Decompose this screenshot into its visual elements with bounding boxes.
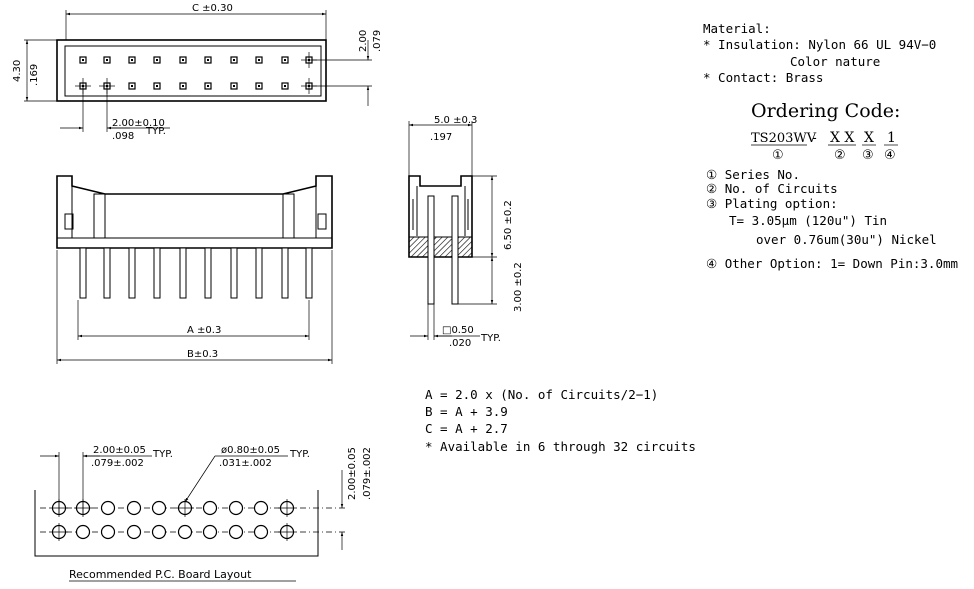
front-pin xyxy=(128,247,136,299)
dim-pin-in: .020 xyxy=(449,338,471,349)
dim-side-width-mm: 5.0 ±0.3 xyxy=(434,115,477,126)
dim-c-label: C ±0.30 xyxy=(192,3,233,14)
dim-pitch-in: .098 xyxy=(112,131,134,142)
dim-a-label: A ±0.3 xyxy=(187,325,221,336)
ordering-code-plating: X xyxy=(864,130,874,146)
pcb-hole-mm: ø0.80±0.05 xyxy=(221,445,280,456)
front-pin xyxy=(103,247,111,299)
pcb-outline xyxy=(34,490,319,557)
material-block: Material: * Insulation: Nylon 66 UL 94V−… xyxy=(703,21,936,85)
front-body xyxy=(56,175,333,249)
formula-block: A = 2.0 x (No. of Circuits/2−1) B = A + … xyxy=(425,387,696,454)
front-pin xyxy=(79,247,87,299)
ordering-code-dash: - xyxy=(812,130,817,146)
dim-height-in: .169 xyxy=(29,64,40,86)
ordering-plating-nickel: over 0.76um(30u") Nickel xyxy=(756,232,937,247)
pcb-hole xyxy=(202,500,218,516)
top-body xyxy=(56,39,327,102)
dim-side-width-in: .197 xyxy=(430,132,452,143)
pcb-caption: Recommended P.C. Board Layout xyxy=(69,568,252,581)
pcb-hole xyxy=(100,500,116,516)
pcb-hole-in: .031±.002 xyxy=(219,458,272,469)
front-pin xyxy=(204,247,212,299)
availability-note: * Available in 6 through 32 circuits xyxy=(425,439,696,454)
ordering-code-series: TS203WV xyxy=(751,131,817,146)
pcb-hole xyxy=(75,524,91,540)
pcb-pitch-mm: 2.00±0.05 xyxy=(93,445,146,456)
pcb-hole xyxy=(177,524,193,540)
dim-pitch-mm: 2.00±0.10 xyxy=(112,118,165,129)
pcb-pitch-in: .079±.002 xyxy=(91,458,144,469)
front-pin xyxy=(179,247,187,299)
dim-row-mm: 2.00 xyxy=(358,30,369,52)
pcb-hole xyxy=(151,500,167,516)
side-body xyxy=(408,175,473,258)
pcb-hole xyxy=(126,500,142,516)
formula-a: A = 2.0 x (No. of Circuits/2−1) xyxy=(425,387,658,402)
front-pin-row xyxy=(79,247,313,299)
ordering-block: Ordering Code: TS203WV - X X X 1 ① ② ③ ④… xyxy=(706,100,958,271)
pcb-hole xyxy=(100,524,116,540)
ordering-code-circuits: X X xyxy=(830,130,854,146)
formula-b: B = A + 3.9 xyxy=(425,404,508,419)
pcb-row-in: .079±.002 xyxy=(362,447,373,500)
ordering-num-1: ① xyxy=(772,148,784,163)
pcb-row-mm: 2.00±0.05 xyxy=(347,447,358,500)
dim-row-in: .079 xyxy=(372,30,383,52)
dim-side-pin-length: 3.00 ±0.2 xyxy=(513,262,524,312)
front-view: A ±0.3 B±0.3 xyxy=(56,175,333,364)
front-pin xyxy=(153,247,161,299)
pcb-hole xyxy=(151,524,167,540)
dim-pitch-typ: TYP. xyxy=(145,126,166,137)
front-pin xyxy=(281,247,289,299)
material-insulation: * Insulation: Nylon 66 UL 94V−0 xyxy=(703,37,936,52)
side-view: 5.0 ±0.3 .197 6.50 ±0.2 3.00 ±0.2 □0.50 … xyxy=(408,115,524,349)
pcb-hole xyxy=(253,524,269,540)
ordering-other-option: ④ Other Option: 1= Down Pin:3.0mm xyxy=(706,256,958,271)
pcb-pitch-typ: TYP. xyxy=(152,449,173,460)
formula-c: C = A + 2.7 xyxy=(425,421,508,436)
material-color: Color nature xyxy=(790,54,880,69)
material-heading: Material: xyxy=(703,21,771,36)
top-body-inner xyxy=(64,45,322,97)
pcb-hole xyxy=(228,500,244,516)
ordering-legend-series: ① Series No. xyxy=(706,167,800,182)
front-pin xyxy=(305,247,313,299)
dim-side-body-height: 6.50 ±0.2 xyxy=(503,200,514,250)
ordering-num-4: ④ xyxy=(884,148,896,163)
ordering-plating-tin: T= 3.05μm (120u") Tin xyxy=(729,213,887,228)
dim-height-mm: 4.30 xyxy=(12,60,23,82)
pcb-hole-typ: TYP. xyxy=(289,449,310,460)
top-pin-grid xyxy=(75,52,317,94)
pcb-hole xyxy=(202,524,218,540)
ordering-title: Ordering Code: xyxy=(751,100,900,122)
pcb-layout: 2.00±0.05 .079±.002 TYP. ø0.80±0.05 .031… xyxy=(34,445,373,582)
ordering-num-3: ③ xyxy=(862,148,874,163)
ordering-legend-plating: ③ Plating option: xyxy=(706,196,838,211)
pcb-hole-grid xyxy=(50,499,296,541)
dim-pin-mm: □0.50 xyxy=(442,325,474,336)
material-contact: * Contact: Brass xyxy=(703,70,823,85)
ordering-num-2: ② xyxy=(834,148,846,163)
pcb-hole xyxy=(253,500,269,516)
pcb-hole xyxy=(126,524,142,540)
front-pin xyxy=(255,247,263,299)
top-view: C ±0.30 4.30 .169 2.00 .079 2.00±0.10 .0… xyxy=(12,3,383,142)
dim-b-label: B±0.3 xyxy=(187,349,218,360)
pcb-hole xyxy=(228,524,244,540)
dim-pin-typ: TYP. xyxy=(480,333,501,344)
ordering-legend-circuits: ② No. of Circuits xyxy=(706,181,838,196)
ordering-code-other: 1 xyxy=(887,130,896,146)
front-pin xyxy=(230,247,238,299)
